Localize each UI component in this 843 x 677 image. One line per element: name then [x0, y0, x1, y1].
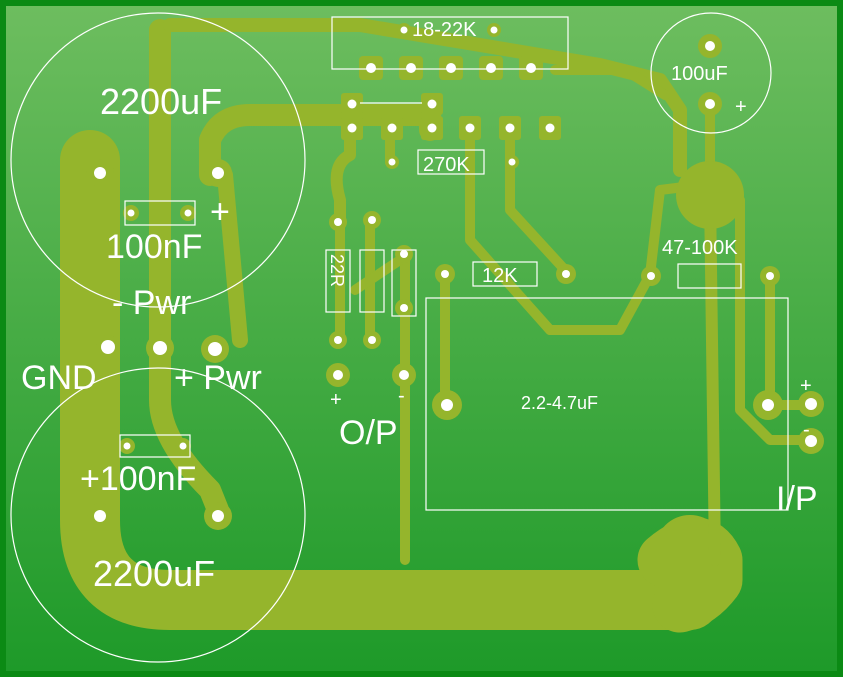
res-outline-c: [391, 249, 417, 317]
label-gnd: GND: [21, 359, 97, 397]
labels: 2200uF 2200uF 100uF 100nF +100nF 18-22K …: [21, 19, 818, 594]
label-12k: 12K: [482, 265, 518, 287]
cap-outline-bottom-left: [10, 367, 306, 663]
label-22r: 22R: [327, 254, 347, 287]
label-plus-smallcap: +: [735, 96, 747, 118]
res-outline-b: [359, 249, 385, 313]
cap-outline-100nf-top: [124, 200, 196, 226]
label-cap-bottom-left: 2200uF: [93, 553, 215, 594]
label-ip-plus: +: [800, 375, 812, 397]
cap-outline-small: [650, 12, 772, 134]
label-100nf-bottom: +100nF: [80, 460, 196, 498]
label-100nf-top: 100nF: [106, 228, 202, 266]
res-outline-22r: [325, 249, 351, 313]
label-ip-minus: -: [803, 419, 810, 441]
silkscreen: [10, 12, 789, 663]
label-op-minus: -: [398, 385, 405, 407]
pads: [86, 23, 824, 530]
res-outline-47-100k: [677, 263, 742, 289]
label-plus-pwr: + Pwr: [174, 359, 262, 397]
res-outline-18-22k: [331, 16, 569, 70]
cap-outline-top-left: [10, 12, 306, 308]
label-op-plus: +: [330, 389, 342, 411]
label-18-22k: 18-22K: [412, 19, 477, 41]
label-cap-small: 100uF: [671, 63, 728, 85]
res-outline-12k: [472, 261, 538, 287]
label-minus-pwr: - Pwr: [112, 284, 191, 322]
cap-outline-100nf-bottom: [119, 434, 191, 458]
label-cap-top-left: 2200uF: [100, 81, 222, 122]
label-plus-top: +: [210, 193, 230, 231]
label-47-100k: 47-100K: [662, 237, 738, 259]
label-input: I/P: [776, 480, 818, 518]
res-outline-270k: [417, 149, 485, 175]
label-270k: 270K: [423, 154, 470, 176]
copper-traces: [60, 18, 815, 633]
label-input-cap: 2.2-4.7uF: [521, 393, 598, 413]
cap-outline-input: [425, 297, 789, 511]
label-output: O/P: [339, 414, 398, 452]
